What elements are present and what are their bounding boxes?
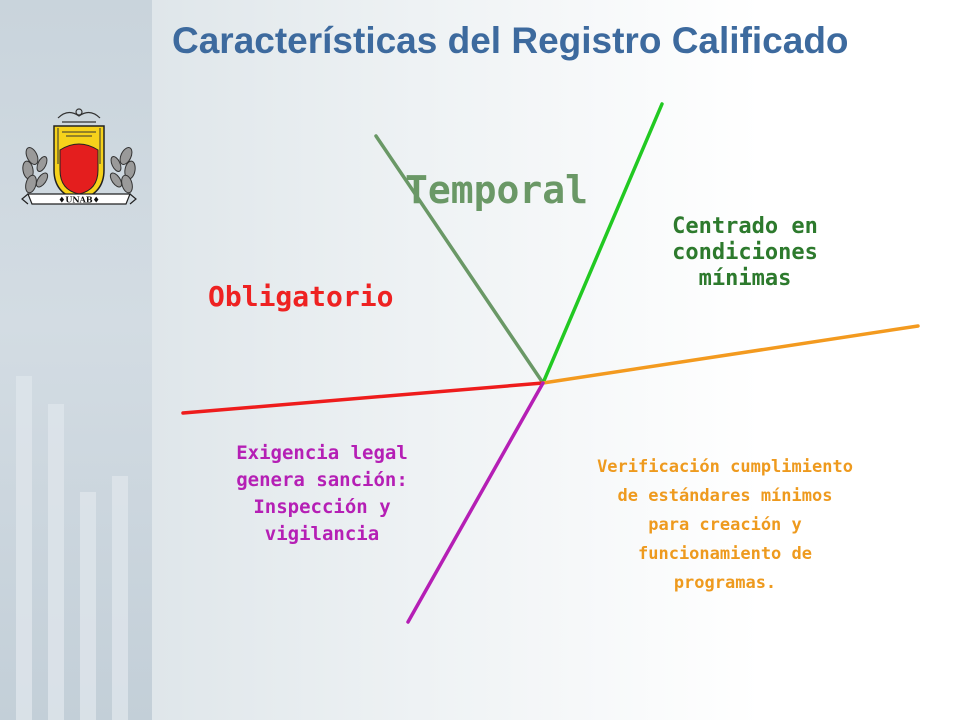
branch-line-obligatorio [181,381,545,415]
laurel-right-icon [109,147,136,194]
decorative-bar [112,476,128,720]
branch-label-obligatorio: Obligatorio [208,280,394,313]
decorative-bar [48,404,64,720]
decorative-bar [80,492,96,720]
branch-label-centrado: Centrado en condiciones mínimas [672,214,818,291]
branch-label-temporal: Temporal [405,168,589,212]
branch-line-exigencia [406,381,545,624]
unab-logo: ♦UNAB♦ [21,108,137,205]
branch-label-exigencia: Exigencia legal genera sanción: Inspecci… [236,442,408,545]
decorative-sidebar [0,0,152,720]
branch-label-verificacion: Verificación cumplimiento de estándares … [597,457,853,593]
slide-title: Características del Registro Calificado [172,20,849,61]
branch-line-temporal [374,134,545,385]
laurel-left-icon [22,147,49,194]
crest-ornament-icon [57,108,101,123]
branch-line-verificacion [541,324,920,385]
decorative-bar [16,376,32,720]
logo-banner-text: ♦UNAB♦ [58,195,100,205]
banner-icon: ♦UNAB♦ [21,193,137,205]
branch-line-centrado [541,102,664,385]
